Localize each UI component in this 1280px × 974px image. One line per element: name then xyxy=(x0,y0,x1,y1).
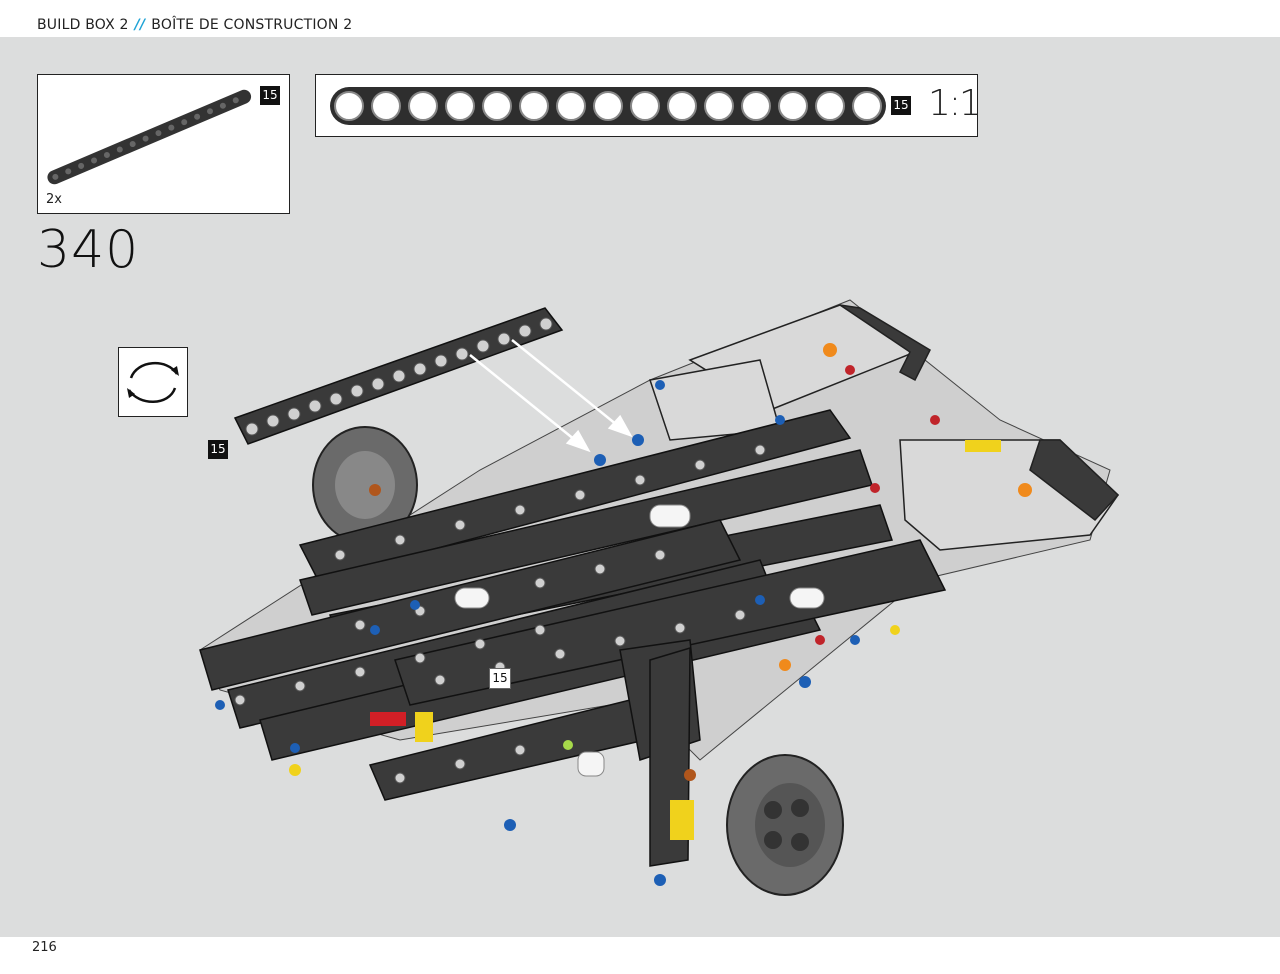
part-length-tag: 15 xyxy=(260,86,280,105)
header-title: BUILD BOX 2 // BOÎTE DE CONSTRUCTION 2 xyxy=(37,17,352,33)
scale-reference: 15 1:1 xyxy=(315,74,982,137)
page-header: BUILD BOX 2 // BOÎTE DE CONSTRUCTION 2 xyxy=(0,0,1280,37)
beam-length-tag: 15 xyxy=(208,440,228,459)
model-beam-length-tag: 15 xyxy=(489,668,511,689)
rotate-arrows-icon xyxy=(127,361,179,403)
parts-callout: 15 2x xyxy=(37,74,290,214)
scale-length-tag: 15 xyxy=(891,96,911,115)
header-title-fr: BOÎTE DE CONSTRUCTION 2 xyxy=(151,17,353,33)
beam-part-image xyxy=(47,89,252,185)
page-footer: 216 xyxy=(0,937,1280,974)
scale-beam-image xyxy=(330,87,886,125)
page-number: 216 xyxy=(32,940,57,955)
step-number: 340 xyxy=(37,220,140,280)
scale-label: 1:1 xyxy=(928,83,982,124)
header-separator: // xyxy=(134,17,146,33)
part-quantity: 2x xyxy=(46,192,62,207)
rotate-indicator xyxy=(118,347,188,417)
header-title-en: BUILD BOX 2 xyxy=(37,17,129,33)
